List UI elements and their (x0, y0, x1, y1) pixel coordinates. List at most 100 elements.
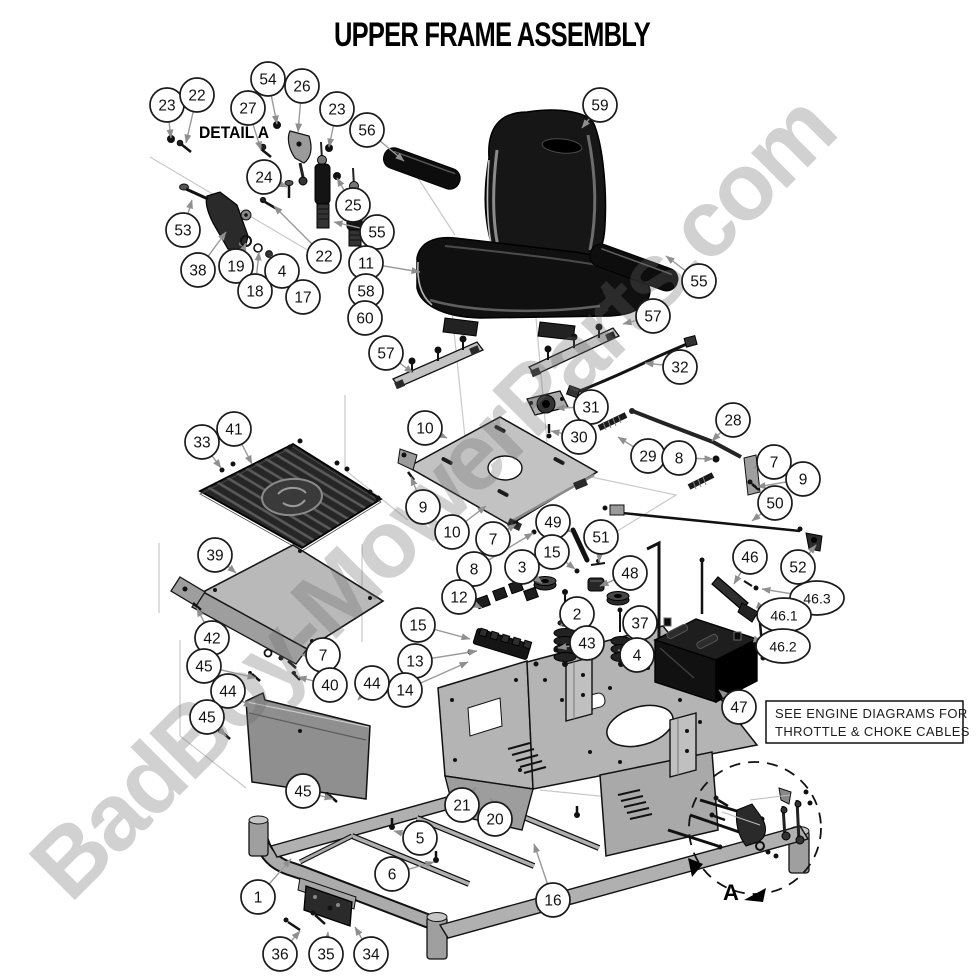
callout-number: 44 (219, 684, 237, 701)
floor-mat (198, 438, 383, 552)
callout-50: 50 (757, 485, 793, 521)
callout-54: 54 (250, 61, 286, 97)
callout-22: 22 (179, 77, 215, 113)
callout-number: 24 (255, 170, 273, 187)
callout-number: 21 (453, 798, 470, 815)
callout-number: 8 (470, 562, 479, 579)
callout-24: 24 (246, 159, 282, 195)
callout-number: 4 (278, 264, 287, 281)
battery-terminal (663, 617, 672, 627)
leader-line-33 (211, 455, 222, 469)
callout-number: 40 (321, 678, 339, 695)
callout-number: 6 (388, 867, 397, 884)
callout-52: 52 (780, 549, 816, 585)
callout-43: 43 (569, 625, 605, 661)
callout-30: 30 (561, 419, 597, 455)
upright-channel (669, 712, 697, 778)
leader-line-7 (506, 523, 517, 532)
callout-26: 26 (284, 68, 320, 104)
callout-number: 55 (368, 225, 385, 242)
callout-8: 8 (661, 440, 697, 476)
callout-number: 32 (671, 360, 688, 377)
callout-number: 57 (644, 309, 661, 326)
callout-44: 44 (354, 665, 390, 701)
callout-58: 58 (348, 273, 384, 309)
leader-line-10 (437, 431, 448, 439)
leader-line-47 (718, 689, 728, 699)
callout-number: 18 (246, 284, 263, 301)
leader-line-15 (565, 561, 576, 570)
callout-25: 25 (335, 187, 371, 223)
note-box: SEE ENGINE DIAGRAMS FOR THROTTLE & CHOKE… (765, 700, 970, 744)
callout-number: 47 (730, 700, 747, 717)
leader-line-16 (533, 843, 549, 885)
leader-line-29 (617, 436, 634, 448)
callout-9: 9 (785, 461, 821, 497)
leader-line-13 (431, 648, 478, 659)
callout-number: 41 (225, 422, 242, 439)
leader-line-26 (295, 102, 303, 133)
leader-line-59 (581, 117, 591, 129)
leader-line-5 (393, 829, 404, 837)
callout-47: 47 (721, 689, 757, 725)
leader-line-22 (273, 205, 313, 245)
leader-line-27 (252, 123, 262, 151)
callout-number: 1 (254, 890, 263, 907)
engine-hole (606, 704, 674, 748)
leader-line-18 (254, 251, 262, 275)
callout-number: 43 (578, 636, 595, 653)
callout-number: 5 (416, 831, 425, 848)
callout-17: 17 (285, 279, 321, 315)
callout-number: 37 (631, 616, 648, 633)
callout-57: 57 (635, 298, 671, 334)
callout-22: 22 (306, 238, 342, 274)
callout-number: 55 (690, 274, 707, 291)
callout-18: 18 (237, 273, 273, 309)
seat-rail-right (527, 323, 621, 378)
leader-line-34 (354, 926, 363, 940)
firewall-cutout (467, 697, 503, 737)
mat-screws (219, 438, 381, 501)
callout-number: 31 (582, 400, 599, 417)
leader-line-12 (472, 601, 483, 609)
callout-number: 45 (198, 710, 215, 727)
leader-line-22 (184, 111, 194, 144)
callout-33: 33 (184, 424, 220, 460)
leader-line-19 (239, 242, 247, 253)
callout-4: 4 (264, 253, 300, 289)
plate-slots (441, 425, 565, 497)
callout-21: 21 (444, 787, 480, 823)
callout-34: 34 (353, 936, 389, 972)
callout-number: 7 (770, 455, 779, 472)
callout-56: 56 (349, 112, 385, 148)
callout-number: 15 (543, 545, 560, 562)
spring (597, 412, 628, 431)
callout-number: 20 (486, 812, 504, 829)
callout-number: 13 (406, 654, 423, 671)
callout-number: 22 (188, 88, 205, 105)
leader-line-56 (379, 140, 405, 162)
cable-bracket-26 (287, 130, 312, 164)
armrest-right (589, 243, 679, 292)
seat-rail-left (391, 335, 485, 390)
detail-lever (735, 803, 766, 847)
callout-10: 10 (407, 410, 443, 446)
callout-31: 31 (573, 389, 609, 425)
headrest-handle-hole (541, 138, 583, 154)
callout-number: 45 (195, 659, 212, 676)
callout-number: 29 (639, 449, 656, 466)
callout-8: 8 (456, 551, 492, 587)
callout-60: 60 (347, 300, 383, 336)
note-line-2: THROTTLE & CHOKE CABLES (775, 724, 970, 739)
callout-13: 13 (397, 643, 433, 679)
callout-15: 15 (400, 607, 436, 643)
callout-23: 23 (319, 91, 355, 127)
callout-number: 8 (675, 451, 684, 468)
callout-19: 19 (218, 248, 254, 284)
callout-number: 16 (544, 893, 561, 910)
callout-number: 10 (416, 421, 434, 438)
detail-arrow (744, 888, 766, 902)
callout-number: 57 (377, 346, 394, 363)
callout-number: 9 (419, 500, 428, 517)
